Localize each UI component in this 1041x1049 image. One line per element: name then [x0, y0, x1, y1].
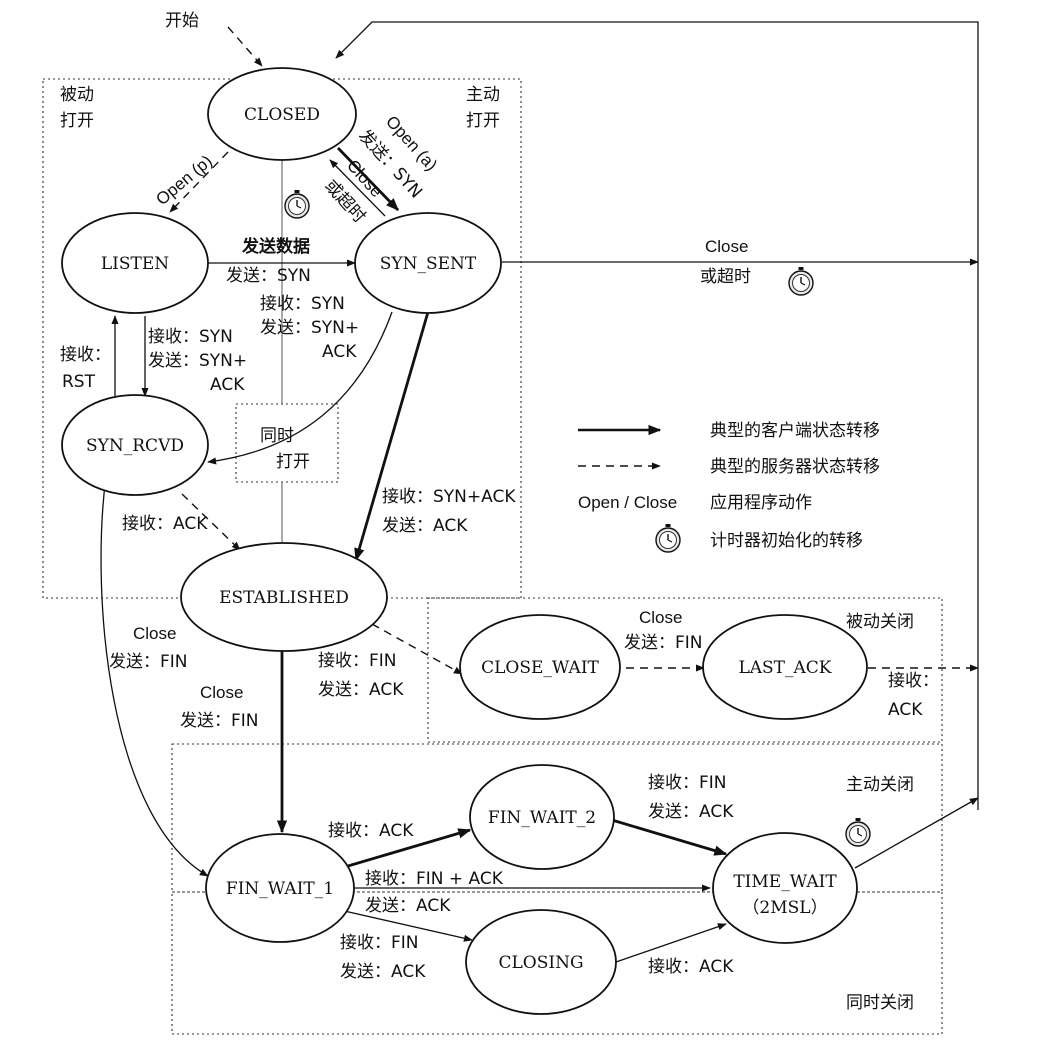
closing-recv-ack-label: 接收：ACK [648, 957, 734, 977]
simultaneous-open-box [235, 403, 339, 483]
legend-app-label: 应用程序动作 [710, 493, 812, 513]
est-close-down-label-2: 发送：FIN [180, 711, 259, 731]
state-listen-label: LISTEN [101, 254, 169, 274]
simultaneous-open-label-1: 同时 [260, 426, 294, 446]
syn-sent-close-arrow [329, 159, 386, 217]
fw1-recv-finack-label-1: 接收：FIN + ACK [365, 869, 504, 889]
stopwatch-icon [284, 189, 310, 219]
return-to-closed-line [335, 21, 979, 810]
syn-rcvd-close-arrow [100, 475, 209, 877]
state-closed-label: CLOSED [244, 105, 320, 125]
state-fin-wait-1: FIN_WAIT_1 [205, 833, 355, 943]
state-syn-sent: SYN_SENT [354, 212, 502, 314]
recv-synack-arrow [354, 311, 430, 562]
time-wait-timeout-arrow [854, 797, 979, 869]
passive-open-label-2: 打开 [60, 111, 94, 131]
state-time-wait: TIME_WAIT （2MSL） [712, 832, 858, 944]
stopwatch-icon [788, 266, 814, 296]
active-open-label-2: 打开 [466, 111, 500, 131]
state-time-wait-sublabel: （2MSL） [742, 898, 827, 918]
est-recv-fin-label-1: 接收：FIN [318, 651, 397, 671]
passive-close-label: 被动关闭 [846, 612, 914, 632]
state-syn-rcvd: SYN_RCVD [61, 394, 209, 496]
est-close-left-label-2: 发送：FIN [109, 652, 188, 672]
listen-recv-syn-label-1: 接收：SYN [148, 327, 233, 347]
state-syn-sent-label: SYN_SENT [380, 254, 477, 274]
fw1-recv-ack-label: 接收：ACK [328, 821, 414, 841]
state-fin-wait-1-label: FIN_WAIT_1 [226, 879, 334, 899]
recv-rst-label-2: RST [62, 372, 96, 392]
fw1-recv-ack-arrow [347, 828, 472, 868]
sent-recv-syn-label-2: 发送：SYN+ [260, 318, 359, 338]
passive-close-box [427, 597, 943, 743]
simultaneous-close-label: 同时关闭 [846, 993, 914, 1013]
est-close-down-label-1: Close [200, 683, 243, 702]
state-close-wait-label: CLOSE_WAIT [481, 658, 599, 678]
state-last-ack: LAST_ACK [702, 614, 868, 720]
fw1-recv-finack-label-2: 发送：ACK [365, 896, 451, 916]
syn-sent-close-label-2: 或超时 [700, 267, 751, 287]
recv-synack-label-2: 发送：ACK [382, 516, 468, 536]
stopwatch-icon [845, 817, 871, 847]
sent-recv-syn-label-1: 接收：SYN [260, 294, 345, 314]
simultaneous-close-box [171, 891, 943, 1035]
active-close-label: 主动关闭 [846, 775, 914, 795]
listen-recv-syn-label-3: ACK [210, 375, 245, 395]
state-fin-wait-2-label: FIN_WAIT_2 [488, 808, 596, 828]
start-arrow [227, 26, 263, 67]
recv-ack-label: 接收：ACK [122, 514, 208, 534]
est-recv-fin-arrow [371, 623, 463, 675]
send-data-label-2: 发送：SYN [226, 266, 311, 286]
last-ack-recv-ack-label-2: ACK [888, 700, 923, 720]
state-closing-label: CLOSING [498, 953, 583, 973]
state-closed: CLOSED [207, 67, 357, 161]
est-recv-fin-label-2: 发送：ACK [318, 680, 404, 700]
syn-sent-close-label-1: Close [705, 237, 748, 256]
open-active-arrow [336, 147, 400, 211]
legend: 典型的客户端状态转移 典型的服务器状态转移 Open / Close 应用程序动… [578, 421, 880, 551]
fw1-recv-fin-label-2: 发送：ACK [340, 962, 426, 982]
listen-recv-syn-label-2: 发送：SYN+ [148, 351, 247, 371]
state-last-ack-label: LAST_ACK [738, 658, 831, 678]
legend-client-label: 典型的客户端状态转移 [710, 421, 880, 441]
close-wait-close-label-1: Close [639, 608, 682, 627]
fw1-recv-fin-arrow [339, 909, 473, 942]
recv-rst-label-1: 接收： [60, 345, 111, 365]
active-close-box [171, 743, 943, 893]
state-fin-wait-2: FIN_WAIT_2 [469, 764, 615, 870]
state-established: ESTABLISHED [180, 542, 388, 652]
fw2-recv-fin-label-2: 发送：ACK [648, 802, 734, 822]
fw2-recv-fin-arrow [611, 818, 728, 856]
state-established-label: ESTABLISHED [219, 588, 349, 608]
passive-open-label-1: 被动 [60, 85, 94, 105]
legend-server-label: 典型的服务器状态转移 [710, 457, 880, 477]
close-wait-close-label-2: 发送：FIN [624, 633, 703, 653]
state-syn-rcvd-label: SYN_RCVD [86, 436, 184, 456]
active-open-label-1: 主动 [466, 85, 500, 105]
state-time-wait-label: TIME_WAIT [733, 872, 837, 892]
est-close-left-label-1: Close [133, 624, 176, 643]
fw2-recv-fin-label-1: 接收：FIN [648, 773, 727, 793]
start-label: 开始 [165, 11, 199, 31]
legend-app-key: Open / Close [578, 493, 677, 512]
last-ack-recv-ack-label-1: 接收： [888, 671, 939, 691]
simultaneous-open-arrow [207, 311, 393, 465]
simultaneous-open-label-2: 打开 [276, 452, 310, 472]
open-passive-label: Open (p) [152, 151, 216, 209]
legend-timer-label: 计时器初始化的转移 [710, 531, 863, 551]
recv-synack-label-1: 接收：SYN+ACK [382, 487, 516, 507]
transitions [100, 21, 979, 963]
state-closing: CLOSING [465, 909, 617, 1015]
fw1-recv-fin-label-1: 接收：FIN [340, 933, 419, 953]
send-data-label-1: 发送数据 [241, 236, 310, 257]
closing-recv-ack-arrow [615, 923, 727, 963]
stopwatch-icon [655, 523, 681, 553]
state-listen: LISTEN [61, 212, 209, 314]
sent-recv-syn-label-3: ACK [322, 342, 357, 362]
state-close-wait: CLOSE_WAIT [459, 614, 621, 720]
